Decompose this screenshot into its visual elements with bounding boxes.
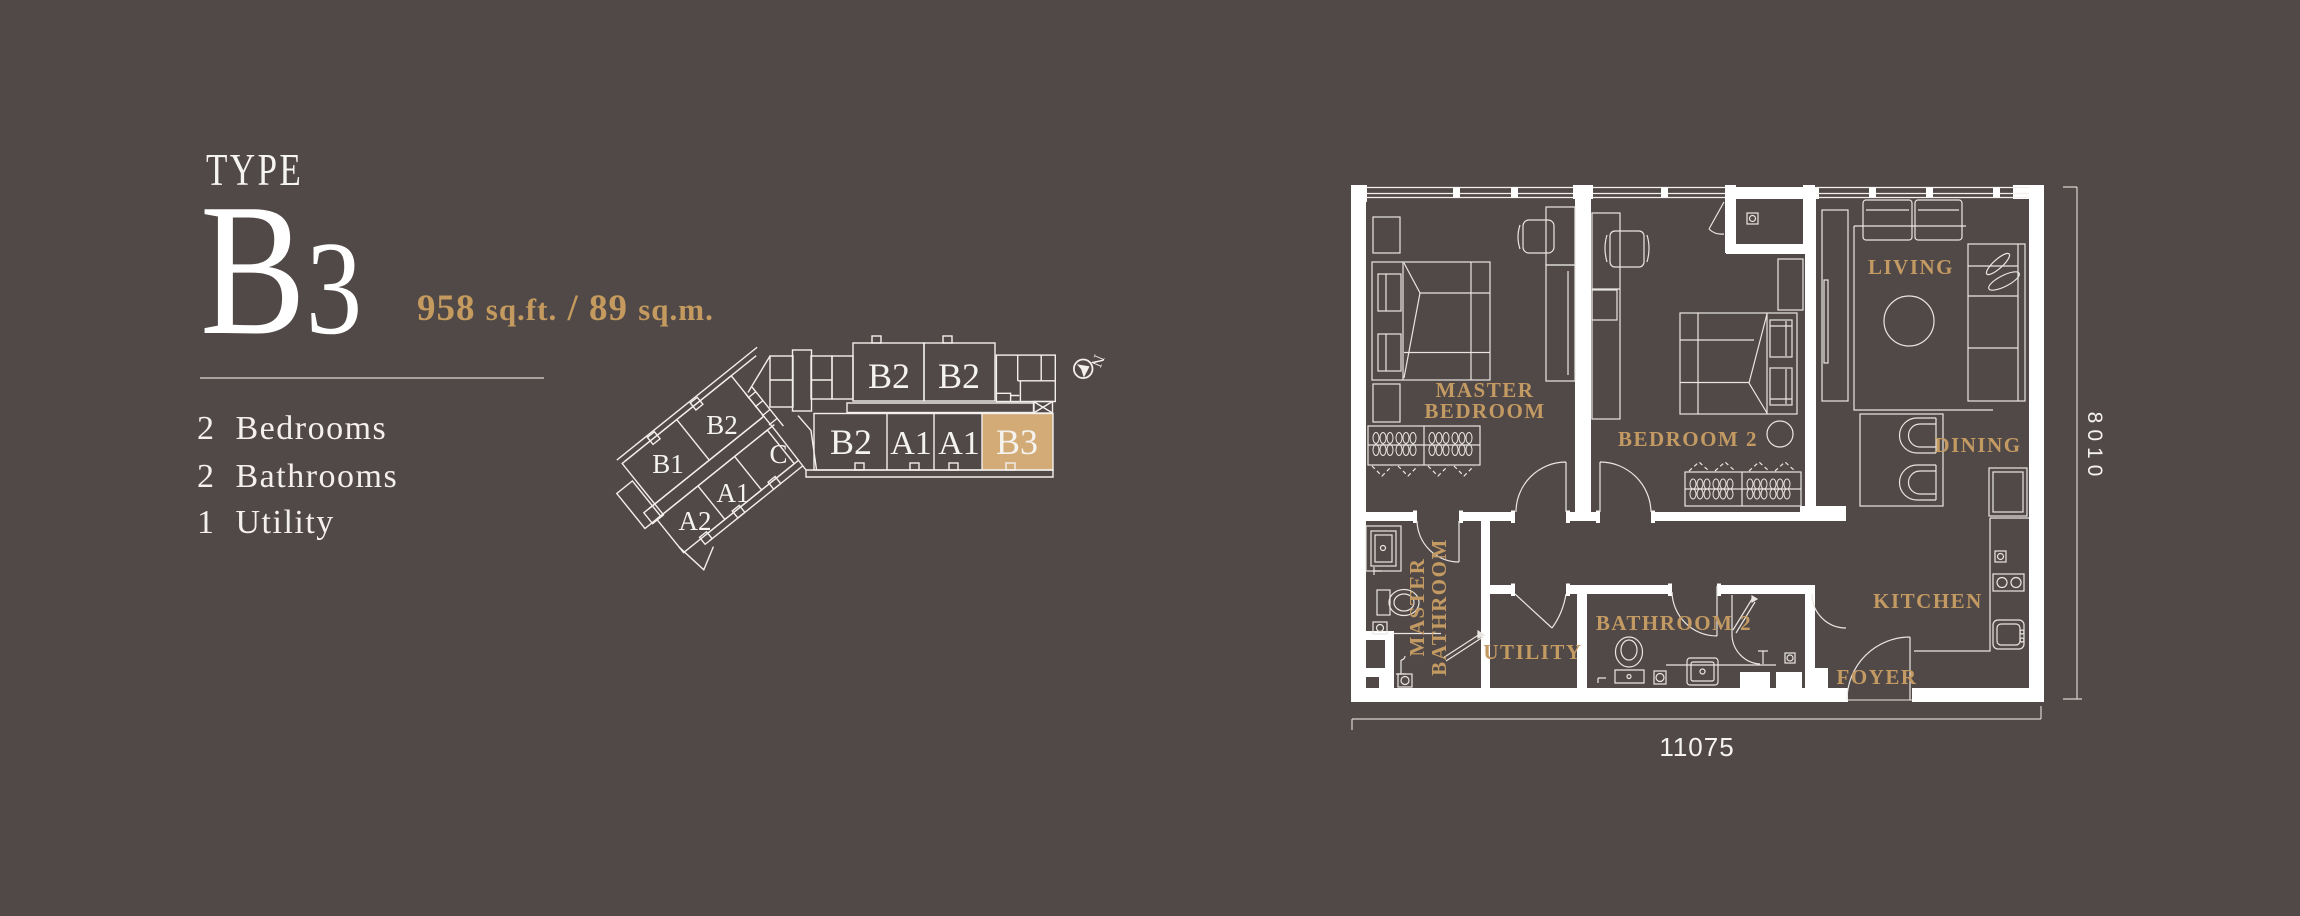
svg-text:B2: B2 [938,356,980,396]
svg-text:B2: B2 [830,422,872,462]
svg-text:MASTER: MASTER [1436,378,1535,402]
svg-text:BATHROOM: BATHROOM [1427,538,1451,676]
svg-text:DINING: DINING [1934,433,2021,457]
svg-text:B2: B2 [706,410,738,440]
svg-text:C: C [769,439,787,469]
svg-text:A1: A1 [890,425,932,462]
svg-text:LIVING: LIVING [1868,255,1954,279]
svg-text:MASTER: MASTER [1405,558,1429,657]
svg-text:A1: A1 [717,478,750,508]
svg-text:UTILITY: UTILITY [1483,640,1582,664]
svg-text:BATHROOM 2: BATHROOM 2 [1596,611,1752,635]
svg-text:8010: 8010 [2083,412,2106,483]
svg-text:A1: A1 [938,425,980,462]
svg-text:B3: B3 [996,422,1038,462]
svg-text:B2: B2 [868,356,910,396]
svg-text:FOYER: FOYER [1837,665,1918,689]
svg-text:A2: A2 [679,506,712,536]
svg-text:N: N [1087,352,1107,369]
svg-text:B1: B1 [652,449,684,479]
svg-text:11075: 11075 [1659,732,1734,762]
svg-text:BEDROOM: BEDROOM [1424,399,1545,423]
svg-text:BEDROOM 2: BEDROOM 2 [1618,427,1758,451]
svg-text:KITCHEN: KITCHEN [1873,589,1983,613]
